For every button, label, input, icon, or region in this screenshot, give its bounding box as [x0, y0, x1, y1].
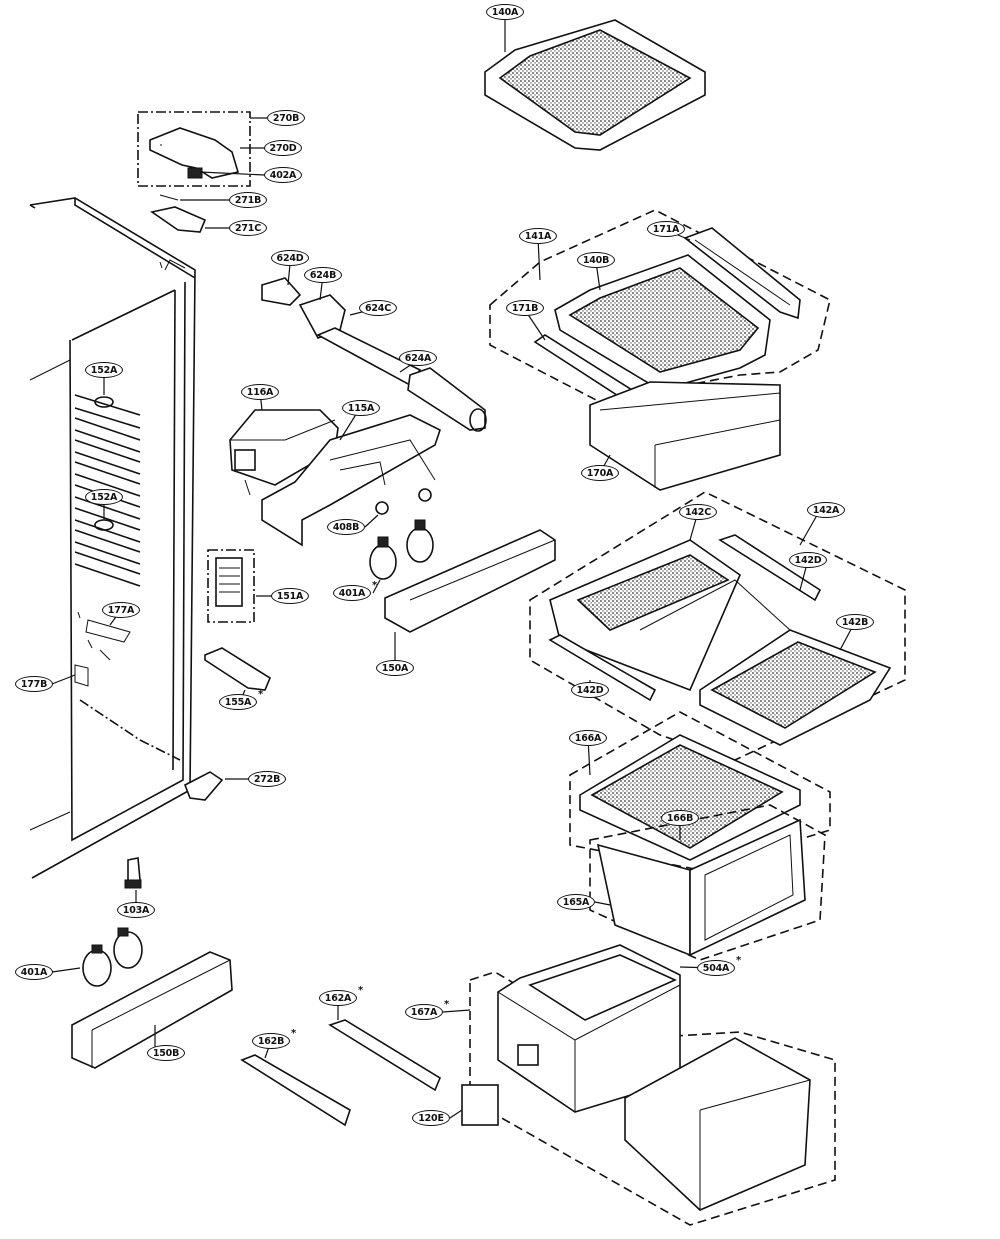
callout-162a: 162A* — [319, 985, 363, 1006]
callout-166a: 166A — [569, 730, 607, 746]
vent-panel — [207, 549, 255, 623]
leader-lines — [51, 14, 856, 1119]
callout-271c: 271C — [229, 220, 267, 236]
callout-142d-upper: 142D — [789, 552, 827, 568]
light-bulbs-middle — [369, 519, 434, 580]
vent-cover — [204, 647, 271, 691]
control-box-assembly — [137, 111, 251, 233]
drawer-rail-upper — [328, 1019, 442, 1092]
lamp-cover-lower — [71, 951, 233, 1069]
callout-166b: 166B — [661, 810, 699, 826]
callout-272b: 272B — [248, 771, 286, 787]
callout-271b: 271B — [229, 192, 267, 208]
callout-171a: 171A — [647, 221, 685, 237]
callout-401a-middle: 401A* — [333, 580, 377, 601]
callout-162b: 162B* — [252, 1028, 296, 1049]
callout-115a: 115A — [342, 400, 380, 416]
callout-408b: 408B — [327, 519, 365, 535]
callout-152a-lower: 152A — [85, 489, 123, 505]
snack-drawer-group — [489, 209, 831, 491]
callout-140a: 140A — [486, 4, 524, 20]
crisper-drawer — [589, 804, 826, 961]
callout-177b: 177B — [15, 676, 53, 692]
hinge-bracket — [183, 771, 224, 801]
lamp-cover — [384, 529, 556, 633]
callout-624a: 624A — [399, 350, 437, 366]
callout-150a: 150A — [376, 660, 414, 676]
control-housing — [229, 409, 441, 547]
top-glass-shelf — [484, 19, 706, 151]
crisper-cover-group — [569, 711, 831, 871]
leveling-screw — [124, 857, 142, 889]
callout-402a: 402A — [264, 167, 302, 183]
callout-177a: 177A — [102, 602, 140, 618]
callout-270b: 270B — [267, 110, 305, 126]
callout-152a-upper: 152A — [85, 362, 123, 378]
light-bulbs-lower — [82, 927, 143, 987]
callout-165a: 165A — [557, 894, 595, 910]
callout-170a: 170A — [581, 465, 619, 481]
callout-624b: 624B — [304, 267, 342, 283]
callout-141a: 141A — [519, 228, 557, 244]
callout-150b: 150B — [147, 1045, 185, 1061]
callout-140b: 140B — [577, 252, 615, 268]
callout-151a: 151A — [271, 588, 309, 604]
callout-116a: 116A — [241, 384, 279, 400]
callout-171b: 171B — [506, 300, 544, 316]
callout-103a: 103A — [117, 902, 155, 918]
callout-142b: 142B — [836, 614, 874, 630]
callout-270d: 270D — [264, 140, 302, 156]
callout-120e: 120E — [412, 1110, 450, 1126]
refrigerator-cabinet — [29, 197, 196, 879]
light-tube-assembly — [261, 277, 487, 432]
callout-401a-lower: 401A — [15, 964, 53, 980]
pantry-drawer-group — [461, 944, 836, 1226]
callout-142a: 142A — [807, 502, 845, 518]
callout-624d: 624D — [271, 250, 309, 266]
callout-624c: 624C — [359, 300, 397, 316]
callout-142c: 142C — [679, 504, 717, 520]
callout-155a: 155A* — [219, 689, 263, 710]
split-shelf-group — [529, 491, 906, 761]
callout-142d-lower: 142D — [571, 682, 609, 698]
callout-167a: 167A* — [405, 999, 449, 1020]
drawer-rail-lower — [240, 1054, 351, 1127]
callout-504a: 504A* — [697, 955, 741, 976]
